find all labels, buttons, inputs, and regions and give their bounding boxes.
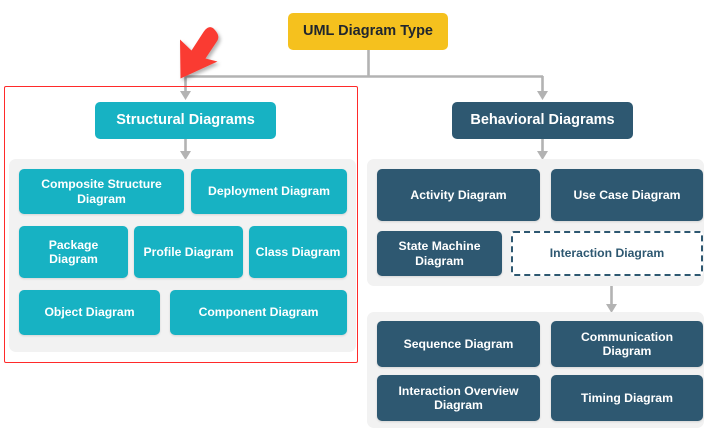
node-deployment-diagram[interactable]: Deployment Diagram: [191, 169, 347, 214]
node-package-diagram[interactable]: Package Diagram: [19, 226, 128, 278]
node-timing-diagram-label: Timing Diagram: [581, 390, 673, 405]
category-structural-label: Structural Diagrams: [116, 111, 255, 128]
node-sequence-diagram-label: Sequence Diagram: [403, 336, 514, 351]
node-component-diagram[interactable]: Component Diagram: [170, 290, 347, 335]
node-deployment-diagram-label: Deployment Diagram: [208, 184, 330, 199]
category-structural-diagrams[interactable]: Structural Diagrams: [95, 102, 276, 139]
node-interaction-diagram-label: Interaction Diagram: [549, 246, 665, 261]
node-class-diagram[interactable]: Class Diagram: [249, 226, 347, 278]
node-timing-diagram[interactable]: Timing Diagram: [551, 375, 703, 421]
node-component-diagram-label: Component Diagram: [198, 305, 319, 320]
node-object-diagram-label: Object Diagram: [44, 305, 135, 320]
node-package-diagram-label: Package Diagram: [48, 237, 99, 266]
node-sequence-diagram[interactable]: Sequence Diagram: [377, 321, 540, 367]
highlight-selection-box-structural: [4, 86, 358, 363]
category-behavioral-diagrams[interactable]: Behavioral Diagrams: [452, 102, 633, 139]
root-node-label: UML Diagram Type: [303, 22, 433, 39]
node-state-machine-diagram-label: State Machine Diagram: [398, 239, 481, 268]
node-composite-structure-diagram[interactable]: Composite Structure Diagram: [19, 169, 184, 214]
node-use-case-diagram-label: Use Case Diagram: [573, 187, 681, 202]
node-class-diagram-label: Class Diagram: [255, 244, 341, 259]
node-composite-structure-diagram-label: Composite Structure Diagram: [41, 177, 162, 206]
node-interaction-overview-diagram-label: Interaction Overview Diagram: [398, 383, 519, 412]
node-use-case-diagram[interactable]: Use Case Diagram: [551, 169, 703, 221]
node-profile-diagram-label: Profile Diagram: [143, 244, 234, 259]
node-object-diagram[interactable]: Object Diagram: [19, 290, 160, 335]
node-interaction-overview-diagram[interactable]: Interaction Overview Diagram: [377, 375, 540, 421]
root-node-uml-diagram-type[interactable]: UML Diagram Type: [288, 13, 448, 50]
node-state-machine-diagram[interactable]: State Machine Diagram: [377, 231, 502, 276]
node-profile-diagram[interactable]: Profile Diagram: [134, 226, 243, 278]
category-behavioral-label: Behavioral Diagrams: [470, 111, 615, 128]
node-communication-diagram[interactable]: Communication Diagram: [551, 321, 703, 367]
node-communication-diagram-label: Communication Diagram: [580, 329, 674, 358]
node-activity-diagram[interactable]: Activity Diagram: [377, 169, 540, 221]
red-pointer-arrow-icon: [180, 27, 219, 79]
node-activity-diagram-label: Activity Diagram: [410, 187, 507, 202]
node-interaction-diagram[interactable]: Interaction Diagram: [511, 231, 703, 276]
